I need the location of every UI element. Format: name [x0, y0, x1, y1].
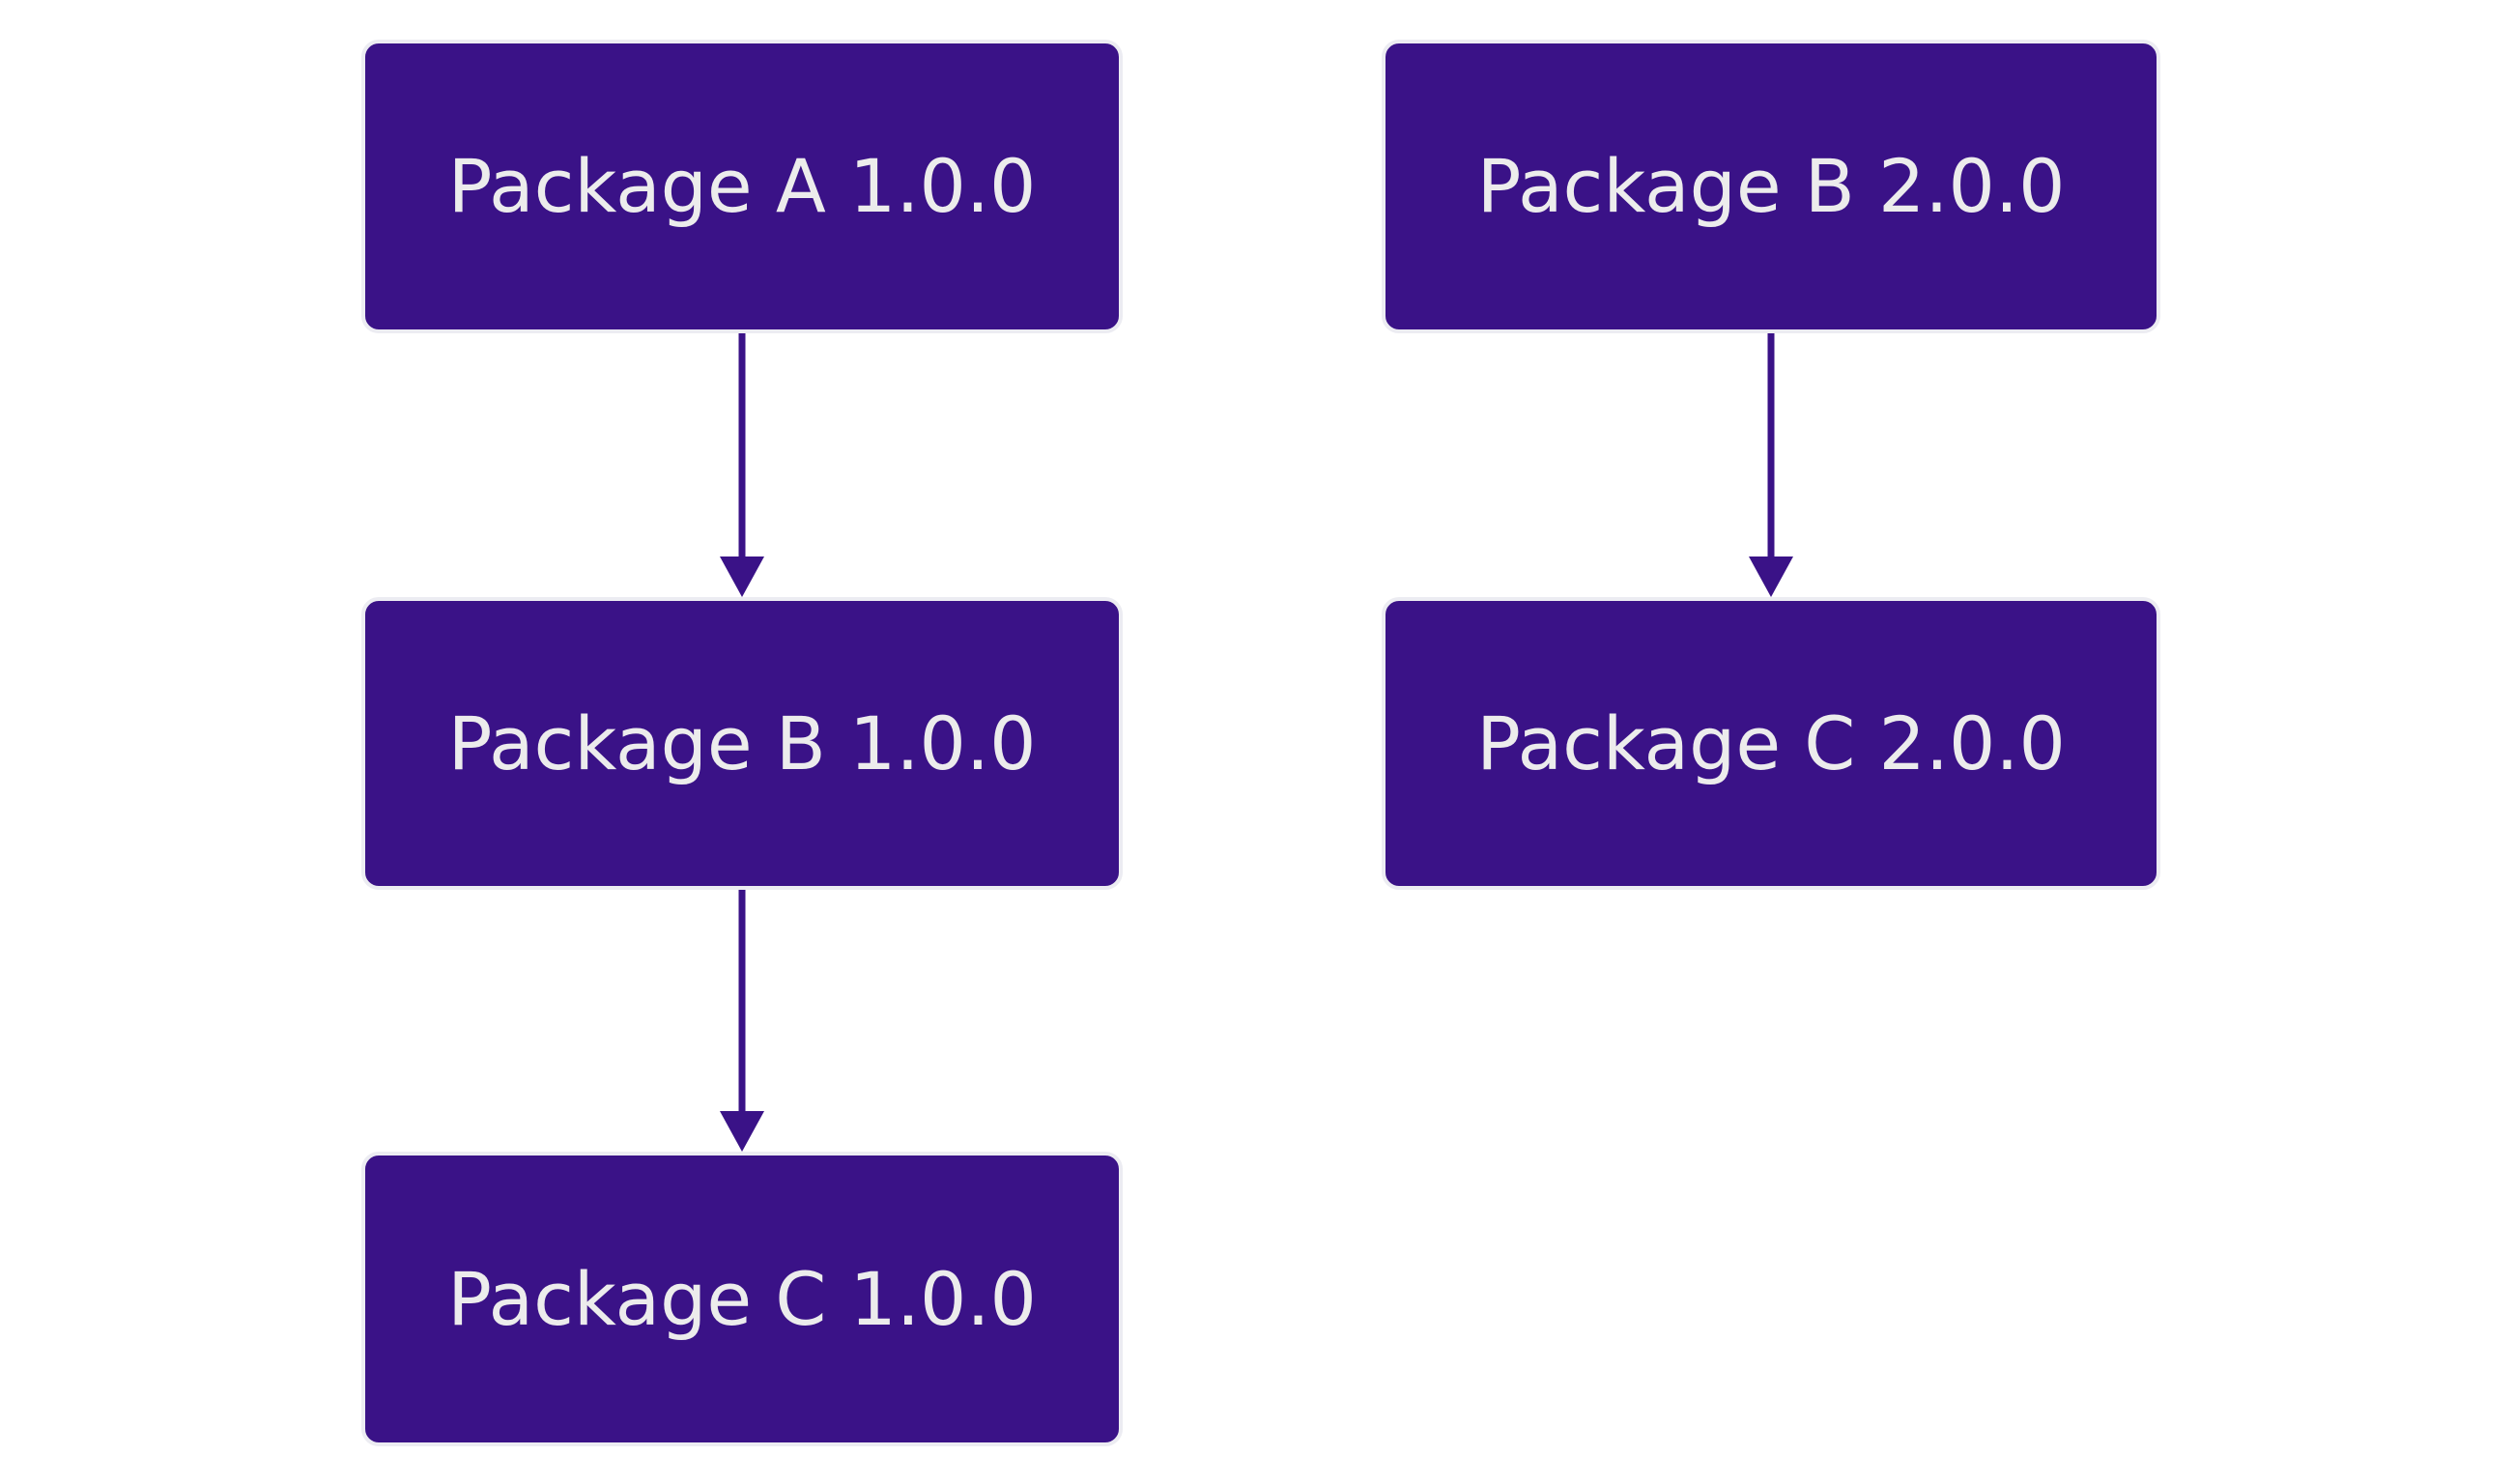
arrowhead-down-icon — [1749, 556, 1793, 597]
edge-a1-to-b1 — [719, 333, 765, 597]
node-package-c-1-0-0: Package C 1.0.0 — [361, 1152, 1123, 1446]
node-package-a-1-0-0: Package A 1.0.0 — [361, 40, 1123, 333]
arrowhead-down-icon — [720, 1111, 764, 1152]
arrow-shaft — [738, 333, 746, 560]
arrow-shaft — [1767, 333, 1775, 560]
edge-b2-to-c2 — [1748, 333, 1794, 597]
node-label: Package C 2.0.0 — [1476, 699, 2066, 786]
edge-b1-to-c1 — [719, 890, 765, 1152]
node-package-c-2-0-0: Package C 2.0.0 — [1382, 597, 2160, 890]
arrowhead-down-icon — [720, 556, 764, 597]
node-label: Package A 1.0.0 — [447, 143, 1037, 229]
node-label: Package B 2.0.0 — [1476, 143, 2066, 229]
node-label: Package C 1.0.0 — [447, 1255, 1037, 1342]
node-package-b-2-0-0: Package B 2.0.0 — [1382, 40, 2160, 333]
arrow-shaft — [738, 890, 746, 1115]
node-label: Package B 1.0.0 — [447, 699, 1037, 786]
node-package-b-1-0-0: Package B 1.0.0 — [361, 597, 1123, 890]
